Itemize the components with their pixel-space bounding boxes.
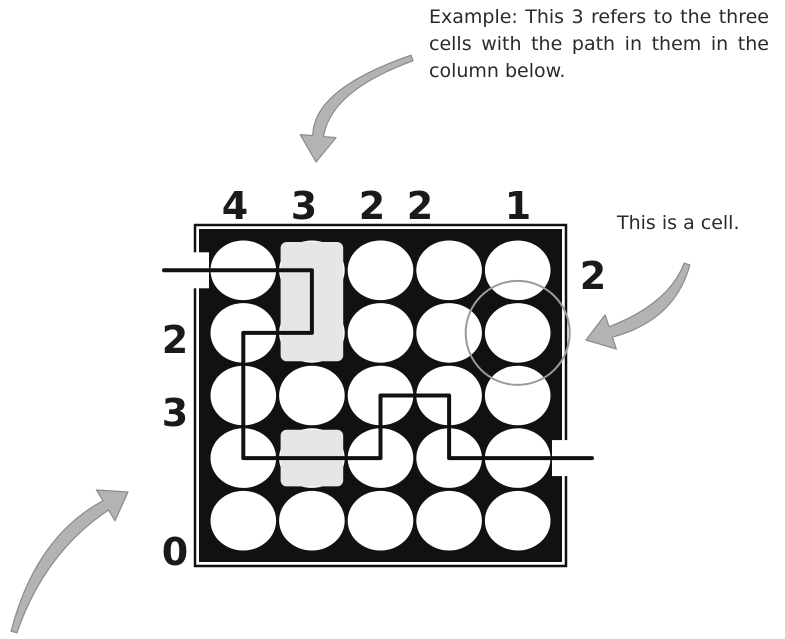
path-layer — [162, 268, 594, 461]
row-clue-3: 3 — [161, 391, 189, 435]
column-example-annotation: Example: This 3 refers to the three cell… — [429, 6, 769, 82]
cell-highlight-circle — [464, 279, 571, 386]
frame-outer-border — [193, 223, 568, 568]
cell-r2-c5 — [484, 303, 551, 363]
row-clue-2: 2 — [161, 318, 189, 362]
column-clue-5: 1 — [504, 184, 532, 228]
cell-r1-c5 — [484, 240, 551, 301]
cell-r2-c3 — [347, 303, 414, 363]
cell-r3-c5 — [484, 365, 551, 426]
cell-example-annotation: This is a cell. — [617, 212, 740, 234]
cell-r5-c2 — [279, 490, 345, 551]
arrow-bottom-left — [10, 489, 129, 634]
cell-r5-c1 — [210, 490, 277, 551]
cell-r2-c4 — [416, 303, 482, 363]
column-clue-4: 2 — [406, 184, 434, 228]
column-clue-2: 3 — [290, 184, 318, 228]
cell-r5-c5 — [484, 490, 551, 551]
cell-r5-c4 — [416, 490, 482, 551]
cell-r3-c2 — [279, 365, 345, 426]
arrow-to-cell — [585, 262, 691, 350]
row-clue-5: 0 — [161, 530, 189, 574]
arrows — [10, 54, 691, 634]
circle-layer — [464, 279, 571, 386]
arrow-to-column-clue — [299, 54, 414, 163]
cell-r1-c3 — [347, 240, 414, 301]
column-clue-3: 2 — [358, 184, 386, 228]
cell-r5-c3 — [347, 490, 414, 551]
column-clue-1: 4 — [221, 184, 249, 228]
cell-r1-c4 — [416, 240, 482, 301]
solution-path — [162, 268, 594, 461]
row-clue-1: 2 — [579, 254, 607, 298]
